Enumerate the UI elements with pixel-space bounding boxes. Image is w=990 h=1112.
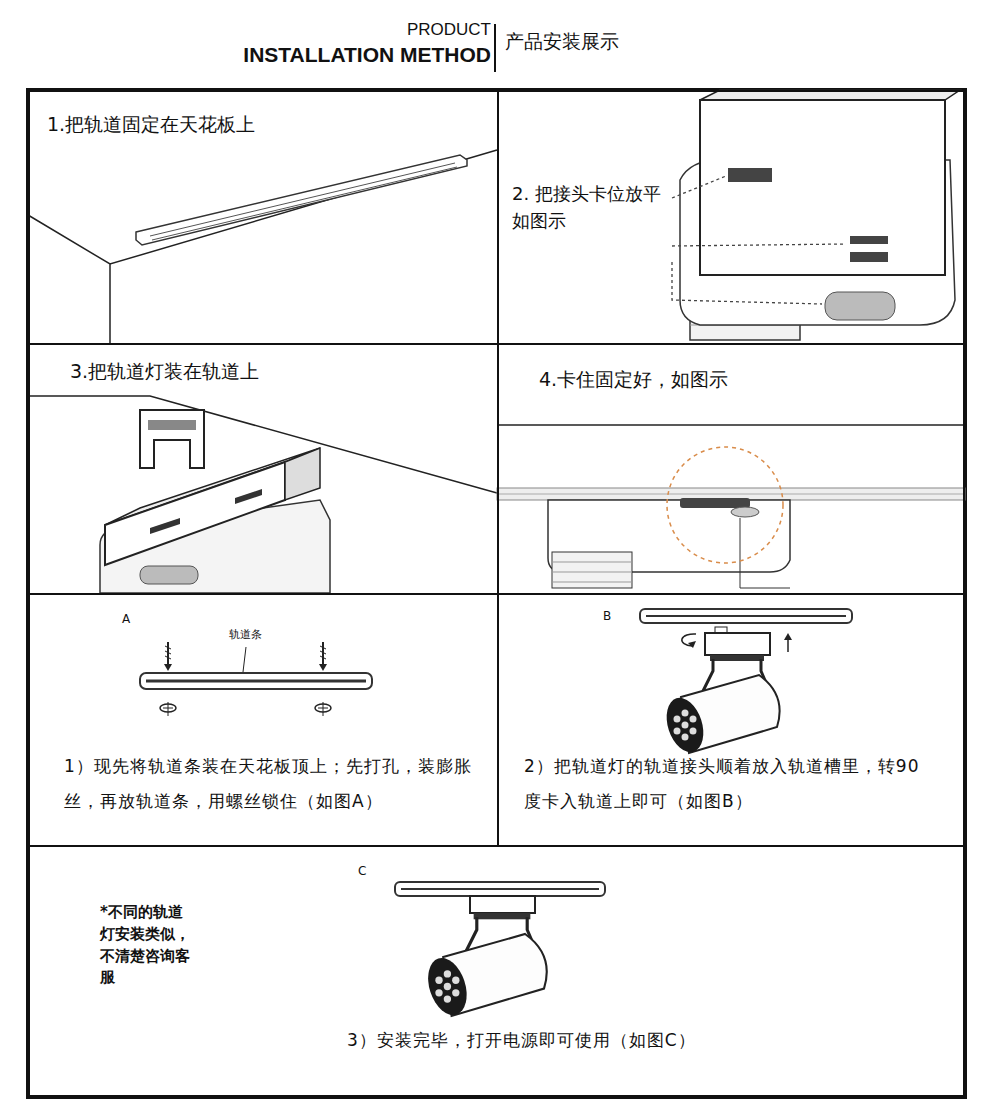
step-panel: 2）把轨道灯的轨道接头顺着放入轨道槽里，转90度卡入轨道上即可（如图B） <box>497 593 965 847</box>
step-caption: 4.卡住固定好，如图示 <box>539 367 728 392</box>
rail-groove <box>148 420 196 430</box>
locking-lever <box>825 292 895 320</box>
figure-a <box>140 642 372 716</box>
rotate-arrow <box>688 641 696 648</box>
figure-b <box>640 609 852 757</box>
step-caption: 2）把轨道灯的轨道接头顺着放入轨道槽里，转90度卡入轨道上即可（如图B） <box>524 749 924 819</box>
track-rail <box>640 609 852 623</box>
rail-slot <box>150 163 457 240</box>
part-label: 轨道条 <box>229 628 262 641</box>
adapter-block <box>470 896 535 913</box>
figure-letter: B <box>603 609 611 623</box>
insert-arrow <box>784 633 792 640</box>
step-caption: 2. 把接头卡位放平 如图示 <box>512 180 672 234</box>
step-panel: 3.把轨道灯装在轨道上 <box>28 343 499 595</box>
step-caption: 1）现先将轨道条装在天花板顶上；先打孔，装膨胀丝，再放轨道条，用螺丝锁住（如图A… <box>64 749 489 819</box>
page-title: 产品安装展示 <box>505 29 619 55</box>
adapter-block <box>700 100 945 275</box>
locking-lever <box>140 566 198 584</box>
track-rail <box>140 673 372 689</box>
track-rail <box>395 882 605 896</box>
track-rail <box>136 155 467 245</box>
adapter-slot <box>850 252 888 262</box>
adapter-slot <box>680 498 750 508</box>
lamp-ribs <box>552 562 632 582</box>
mounting-figure <box>28 396 497 593</box>
step-caption: 1.把轨道固定在天花板上 <box>47 112 255 137</box>
track-spotlight <box>660 655 779 757</box>
header-text: PRODUCT <box>407 20 491 40</box>
locked-figure <box>497 425 965 588</box>
figure-letter: A <box>122 612 130 626</box>
ceiling-edge <box>28 150 497 343</box>
adapter-block <box>705 633 770 655</box>
rail-groove <box>146 680 366 683</box>
adapter-slot <box>850 236 888 244</box>
rail-groove <box>497 494 965 495</box>
adapter-slot <box>150 489 262 534</box>
figure-letter: C <box>358 864 366 878</box>
note-text: *不同的轨道灯安装类似，不清楚咨询客服 <box>100 902 196 989</box>
step-panel: 2. 把接头卡位放平 如图示 <box>497 90 965 345</box>
leader-line <box>243 647 246 672</box>
leader-line <box>672 176 846 304</box>
locking-lever <box>731 507 759 517</box>
step-caption: 3）安装完毕，打开电源即可使用（如图C） <box>347 1029 696 1051</box>
wire <box>740 518 790 588</box>
step-panel: 1）现先将轨道条装在天花板顶上；先打孔，装膨胀丝，再放轨道条，用螺丝锁住（如图A… <box>28 593 499 847</box>
step-panel: *不同的轨道灯安装类似，不清楚咨询客服 3）安装完毕，打开电源即可使用（如图C） <box>28 845 965 1097</box>
outer-frame <box>27 89 966 1098</box>
header-text: INSTALLATION METHOD <box>243 42 491 67</box>
ceiling-rail-figure <box>28 150 497 343</box>
step-caption: 3.把轨道灯装在轨道上 <box>70 359 259 384</box>
header-rule <box>0 3 990 5</box>
rail-profile <box>140 410 204 468</box>
adapter-closeup <box>672 90 960 340</box>
track-spotlight <box>421 913 546 1020</box>
adapter-side <box>285 448 320 500</box>
screw-and-anchor <box>160 642 176 716</box>
figure-c <box>395 882 605 1020</box>
insert-arrow <box>787 638 789 652</box>
step-panel: 4.卡住固定好，如图示 <box>497 343 965 595</box>
rail-groove <box>401 888 599 890</box>
ceiling-edge <box>497 424 965 426</box>
adapter-slot <box>728 168 772 182</box>
highlight-circle <box>667 447 783 563</box>
header-divider <box>494 24 496 72</box>
rail-groove <box>646 615 846 617</box>
lamp-body <box>552 552 632 588</box>
step-panel: 1.把轨道固定在天花板上 <box>28 90 499 345</box>
screw-and-anchor <box>315 642 331 716</box>
adapter-block <box>105 462 285 565</box>
